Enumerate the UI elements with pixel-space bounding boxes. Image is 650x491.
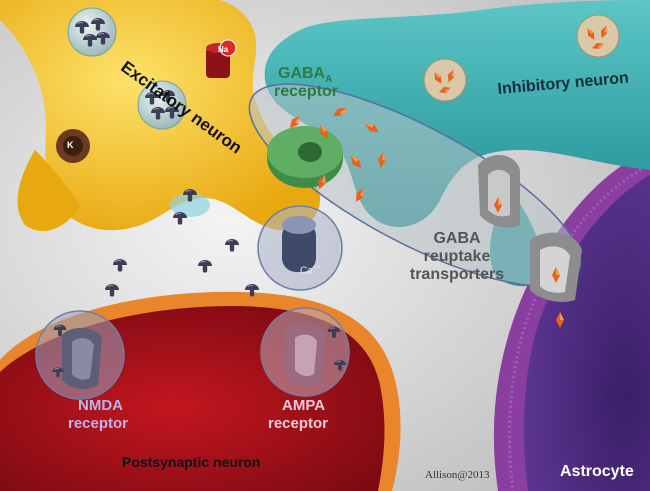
glutamate-vesicle-2 xyxy=(137,80,187,130)
nmda-receptor xyxy=(35,310,125,400)
glutamate-release-site xyxy=(170,188,210,217)
gaba-vesicle-1 xyxy=(423,58,467,102)
calcium-charge: ++ xyxy=(312,264,321,271)
nmda-label: NMDA xyxy=(78,397,123,414)
astrocyte-label: Astrocyte xyxy=(560,463,634,480)
potassium-channel-icon xyxy=(56,129,90,163)
glutamate-vesicle-1 xyxy=(67,7,117,57)
sodium-channel-icon xyxy=(206,39,237,78)
gaba-a-receptor xyxy=(267,126,343,188)
astrocyte-cell xyxy=(493,150,650,491)
gaba-reuptake-label-line3: transporters xyxy=(409,266,505,283)
ampa-label: AMPA xyxy=(282,397,326,414)
potassium-label: K xyxy=(67,140,74,150)
gaba-vesicle-2 xyxy=(576,14,620,58)
calcium-symbol: Ca xyxy=(300,265,313,277)
gaba-a-subscript: A xyxy=(325,74,333,86)
gaba-a-label: GABAA xyxy=(278,66,332,85)
postsynaptic-neuron-label: Postsynaptic neuron xyxy=(122,454,261,470)
nmda-receptor-label: receptor xyxy=(68,415,129,432)
gaba-a-text: GABA xyxy=(278,65,326,82)
artist-credit: Allison@2013 xyxy=(425,469,490,481)
calcium-channel-icon xyxy=(257,205,343,291)
ampa-receptor-label: receptor xyxy=(268,415,329,432)
gaba-reuptake-transporter-1 xyxy=(478,154,520,228)
gaba-a-receptor-label: receptor xyxy=(274,83,339,100)
gaba-reuptake-label-line2: reuptake xyxy=(423,248,491,265)
sodium-label: Na xyxy=(218,45,229,54)
calcium-label: Ca++ xyxy=(300,264,321,276)
gaba-reuptake-label-line1: GABA xyxy=(433,230,481,247)
ampa-receptor xyxy=(260,307,350,397)
